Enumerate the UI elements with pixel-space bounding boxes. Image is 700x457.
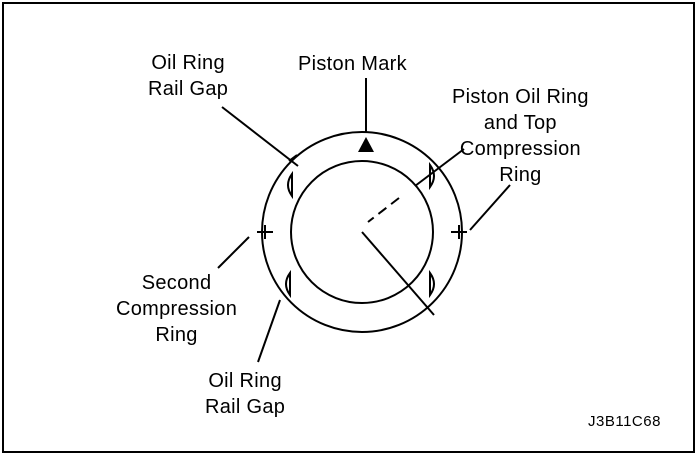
- gap-marker-upper-left: [287, 170, 293, 200]
- leader-oil-ring-rail-gap-top: [221, 106, 299, 167]
- label-piston-mark: Piston Mark: [298, 53, 407, 75]
- piston-mark-triangle: [358, 137, 374, 152]
- leader-right-ring: [469, 184, 511, 231]
- leader-oil-ring-rail-gap-bottom: [257, 299, 281, 363]
- label-second-compression-ring: Second Compression Ring: [116, 272, 238, 346]
- gap-marker-lower-left: [285, 269, 291, 299]
- label-oil-ring-rail-gap-bottom: Oil Ring Rail Gap: [205, 370, 286, 418]
- leader-second-compression: [217, 236, 250, 269]
- leader-piston-oil-ring: [414, 148, 465, 187]
- piston-inner-circle: [290, 160, 434, 304]
- figure-code: J3B11C68: [588, 413, 661, 430]
- diagram-frame: [2, 2, 695, 453]
- gap-marker-lower-right: [429, 269, 435, 299]
- leader-piston-oil-ring-dash: [367, 197, 400, 223]
- center-gap-line: [361, 231, 435, 316]
- tick-top-left: [288, 154, 298, 162]
- label-oil-ring-rail-gap-top: Oil Ring Rail Gap: [148, 52, 229, 100]
- label-piston-oil-ring-top-compression: Piston Oil Ring and Top Compression Ring: [452, 86, 589, 186]
- gap-marker-upper-right: [429, 161, 435, 191]
